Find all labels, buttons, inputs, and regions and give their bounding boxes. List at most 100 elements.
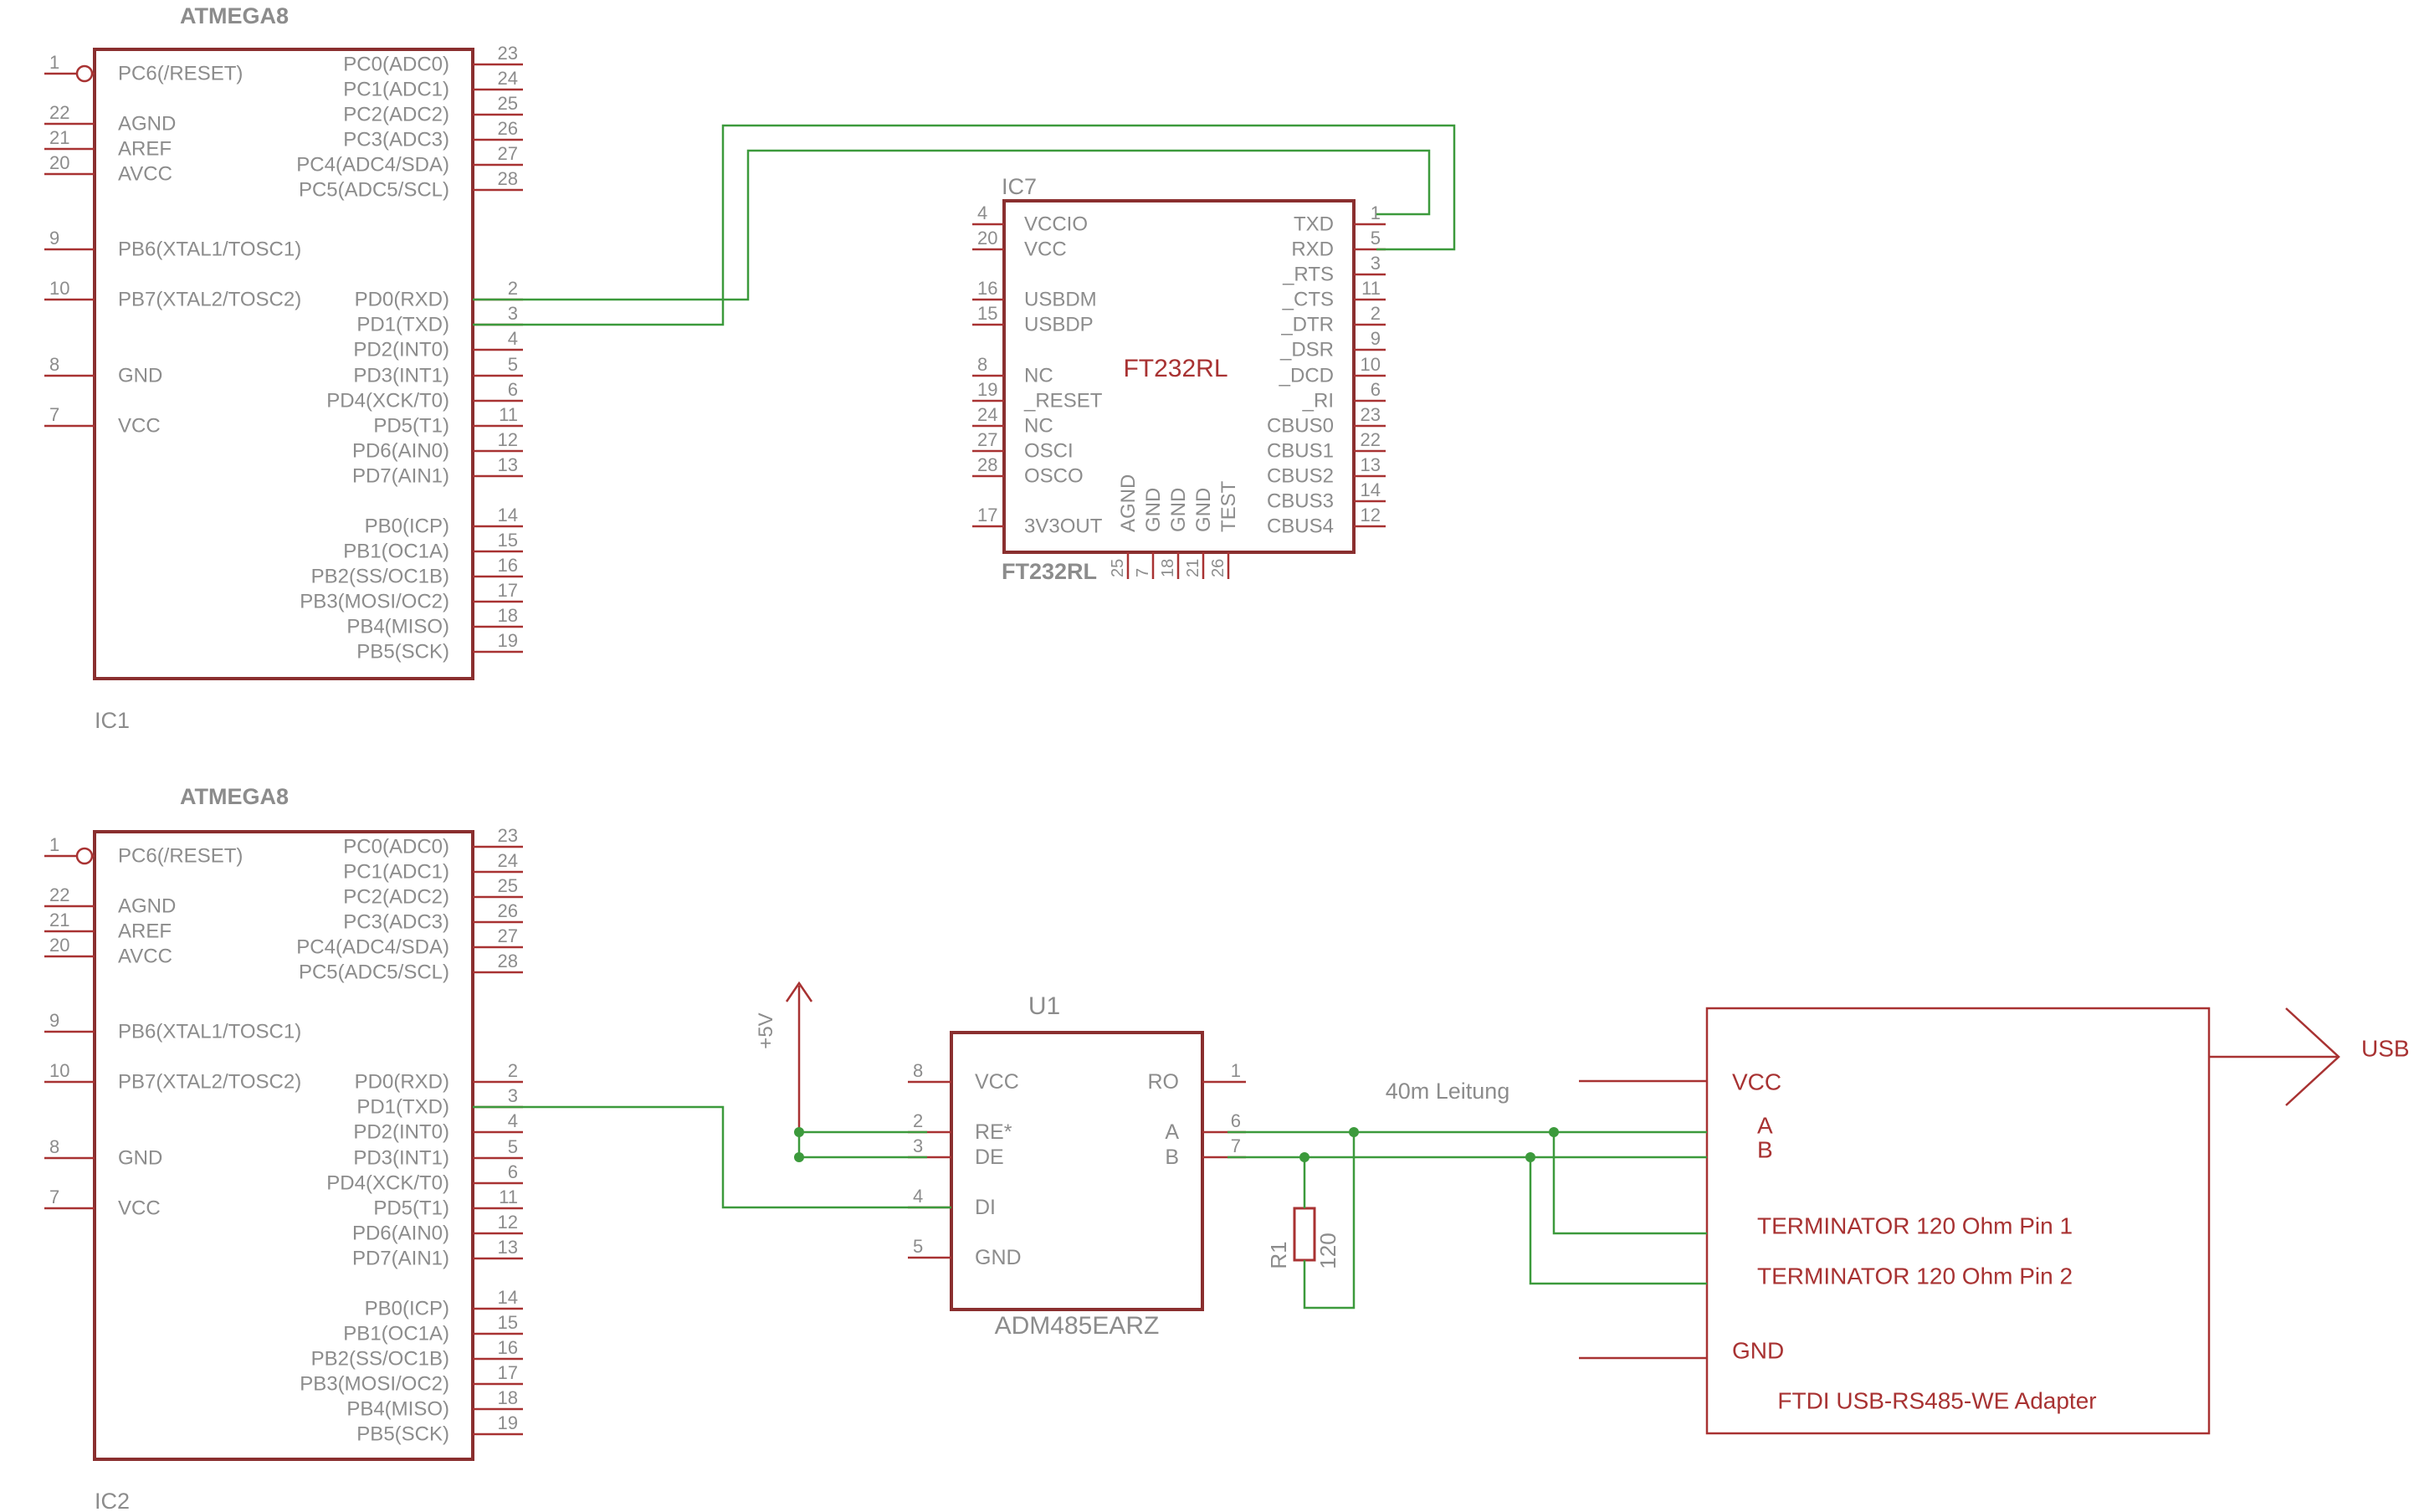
pin-label: GND	[975, 1246, 1022, 1269]
pin-label: PC0(ADC0)	[343, 836, 449, 859]
pin-label: NC	[1024, 415, 1053, 438]
ic2-right-pins: 23PC0(ADC0)24PC1(ADC1)25PC2(ADC2)26PC3(A…	[296, 825, 523, 1446]
pin-number: 26	[1209, 559, 1228, 577]
pin-number: 4	[913, 1186, 923, 1207]
pin-number: 16	[977, 278, 997, 299]
pin-label: TXD	[1294, 213, 1334, 236]
pin-label: PB4(MISO)	[346, 616, 449, 638]
pin-number: 10	[1361, 354, 1381, 375]
ic2-value-label: ATMEGA8	[180, 784, 289, 809]
adapter-gnd-label: GND	[1732, 1338, 1784, 1364]
pin-label: RXD	[1291, 238, 1334, 261]
pin-label: GND	[1192, 488, 1215, 532]
ftdi-adapter[interactable]: VCC A B TERMINATOR 120 Ohm Pin 1 TERMINA…	[1579, 1007, 2410, 1435]
pin-number: 17	[498, 580, 518, 601]
pin-number: 9	[49, 228, 59, 249]
pin-number: 7	[49, 404, 59, 425]
pin-label: OSCI	[1024, 440, 1074, 463]
wire-term2	[1529, 1157, 1707, 1285]
adapter-term2-label: TERMINATOR 120 Ohm Pin 2	[1757, 1263, 2073, 1289]
pin-label: PC2(ADC2)	[343, 886, 449, 909]
pin-label: CBUS3	[1267, 490, 1334, 513]
r1-value-label: 120	[1315, 1233, 1340, 1269]
pin-label: GND	[1142, 488, 1165, 532]
pin-number: 11	[499, 404, 518, 425]
junction-dot	[794, 1127, 804, 1137]
adapter-vcc-label: VCC	[1732, 1069, 1781, 1095]
junction-dot	[1549, 1127, 1559, 1137]
pin-label: VCC	[118, 415, 161, 438]
r1-resistor[interactable]: R1 120	[1266, 1207, 1340, 1269]
pin-number: 2	[1371, 303, 1381, 324]
pin-label: PD0(RXD)	[355, 1071, 449, 1094]
pin-label: PB2(SS/OC1B)	[311, 1348, 449, 1371]
pin-number: 1	[49, 52, 59, 73]
pin-label: PB0(ICP)	[365, 515, 449, 538]
ic7-value-label: FT232RL	[1002, 559, 1097, 584]
pin-number: 15	[498, 1312, 518, 1333]
pin-number: 9	[49, 1010, 59, 1031]
pin-label: _RESET	[1023, 390, 1103, 413]
pin-number: 27	[498, 143, 518, 164]
pin-label: PB0(ICP)	[365, 1298, 449, 1320]
pin-label: PB6(XTAL1/TOSC1)	[118, 1021, 301, 1043]
pin-label: AGND	[1117, 474, 1140, 532]
pin-number: 1	[1371, 202, 1381, 223]
pin-label: PB7(XTAL2/TOSC2)	[118, 289, 301, 311]
junction-dot	[1349, 1127, 1359, 1137]
pin-label: CBUS0	[1267, 415, 1334, 438]
pin-number: 21	[49, 910, 69, 930]
pin-number: 19	[498, 1412, 518, 1433]
pin-number: 17	[498, 1362, 518, 1383]
pin-number: 2	[913, 1110, 923, 1131]
pin-label: AGND	[118, 895, 176, 918]
pin-label: TEST	[1217, 480, 1240, 532]
pin-number: 7	[1134, 568, 1152, 577]
pin-number: 28	[498, 951, 518, 971]
pin-label: PD0(RXD)	[355, 289, 449, 311]
pin-number: 3	[913, 1135, 923, 1156]
pin-label: _RI	[1302, 390, 1334, 413]
reset-inversion-icon	[75, 64, 94, 83]
power-5v-symbol[interactable]: +5V	[755, 981, 813, 1135]
pin-label: PB5(SCK)	[356, 641, 449, 664]
ic7-right-pins: 1TXD5RXD3_RTS11_CTS2_DTR9_DSR10_DCD6_RI2…	[1267, 202, 1386, 538]
pin-label: NC	[1024, 365, 1053, 387]
pin-label: PB7(XTAL2/TOSC2)	[118, 1071, 301, 1094]
pin-label: AREF	[118, 138, 172, 161]
wire-de-5v	[797, 1132, 927, 1159]
pin-number: 4	[508, 328, 518, 349]
adapter-a-label: A	[1757, 1113, 1773, 1139]
pin-number: 13	[1361, 454, 1381, 475]
pin-number: 27	[498, 925, 518, 946]
pin-label: RO	[1148, 1070, 1180, 1094]
pin-label: PD3(INT1)	[353, 1147, 449, 1170]
pin-number: 3	[1371, 253, 1381, 274]
pin-label: 3V3OUT	[1024, 515, 1103, 538]
pin-label: A	[1165, 1120, 1179, 1144]
pin-number: 22	[1361, 429, 1381, 450]
pin-number: 23	[498, 43, 518, 64]
pin-label: VCC	[975, 1070, 1019, 1094]
pin-number: 5	[1371, 228, 1381, 249]
pin-number: 19	[498, 630, 518, 651]
pin-label: _DTR	[1280, 314, 1334, 336]
ic2-name-label: IC2	[95, 1489, 130, 1512]
pin-number: 4	[508, 1110, 518, 1131]
pin-number: 11	[1361, 278, 1381, 299]
pin-label: PD6(AIN0)	[352, 1222, 449, 1245]
pin-number: 20	[49, 152, 69, 173]
wire-ic1-txd-ft232-rxd	[473, 124, 1456, 326]
pin-number: 8	[913, 1060, 923, 1081]
pin-number: 25	[1109, 559, 1127, 577]
pin-number: 9	[1371, 328, 1381, 349]
pin-number: 6	[1231, 1110, 1241, 1131]
